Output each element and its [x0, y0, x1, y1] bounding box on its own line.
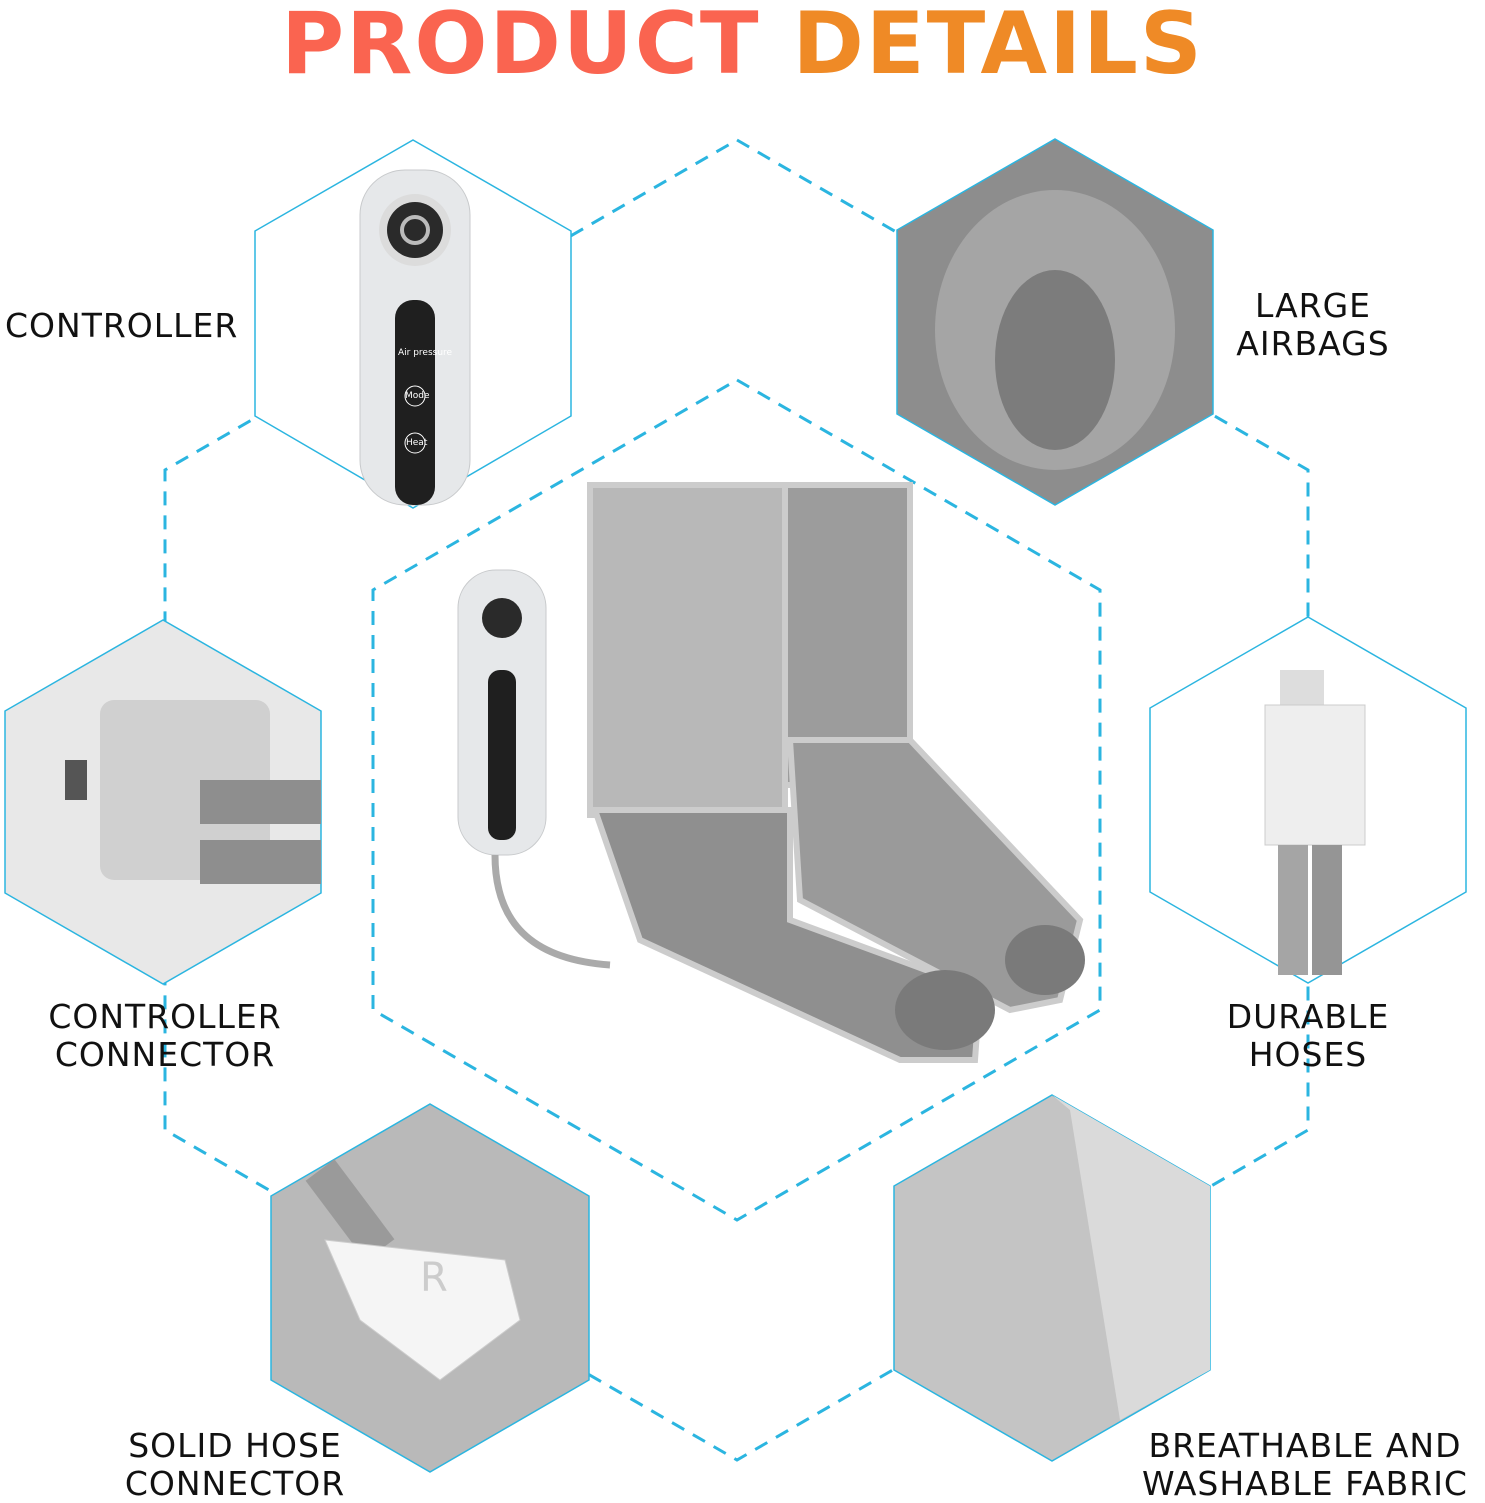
heat-button-label: Heat — [406, 438, 428, 448]
label-line: LARGE — [1254, 286, 1372, 325]
title-part-1: PRODUCT — [281, 0, 761, 94]
hose-connector-image — [305, 1159, 521, 1381]
title-part-2: DETAILS — [792, 0, 1204, 94]
label-line: CONNECTOR — [54, 1035, 276, 1074]
controller-image — [359, 169, 471, 506]
page-title: PRODUCT DETAILS — [0, 0, 1485, 94]
connector-r-mark: R — [420, 1255, 448, 1301]
hoses-image — [1264, 670, 1366, 975]
mode-button-label: Mode — [405, 391, 430, 401]
label-line: AIRBAGS — [1236, 324, 1390, 363]
label-line: WASHABLE FABRIC — [1142, 1464, 1468, 1503]
connector-image — [65, 700, 321, 884]
fabric-image — [1052, 1095, 1210, 1420]
label-line: CONTROLLER — [5, 306, 239, 345]
airbags-image — [935, 190, 1175, 470]
label-line: CONTROLLER — [48, 997, 282, 1036]
label-line: DURABLE — [1226, 997, 1390, 1036]
label-line: CONNECTOR — [124, 1464, 346, 1503]
label-line: HOSES — [1248, 1035, 1368, 1074]
label-line: SOLID HOSE — [128, 1426, 342, 1465]
leg-massager-image — [457, 482, 1085, 1063]
label-controller: CONTROLLER — [5, 307, 238, 345]
center-dashed-hexagon — [371, 378, 1102, 1222]
air-pressure-label: Air pressure — [398, 348, 453, 358]
outer-dashed-hexagon — [163, 138, 1310, 1462]
label-line: BREATHABLE AND — [1148, 1426, 1462, 1465]
